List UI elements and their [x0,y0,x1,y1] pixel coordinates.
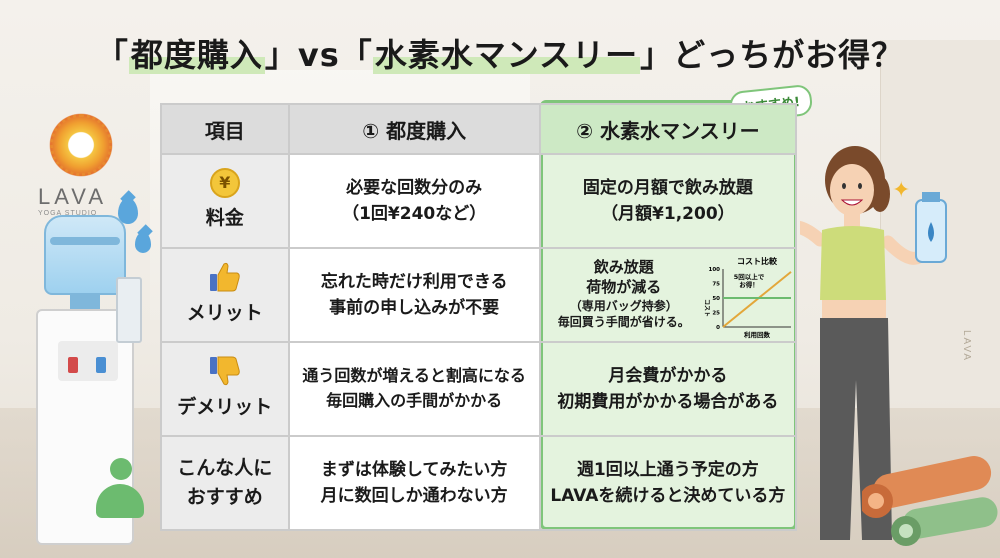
water-drop-icon [135,232,151,253]
table-row: ¥ 料金 必要な回数分のみ （1回¥240など） 固定の月額で飲み放題 （月額¥… [160,153,798,249]
mini-chart-tick-label: 75 [712,282,720,288]
header-per-purchase: ① 都度購入 [287,103,541,155]
sparkle-icon: ✦ [892,178,911,203]
table-row: メリット 忘れた時だけ利用できる 事前の申し込みが不要 飲み放題 荷物が減る （… [160,247,798,343]
logo-subtitle: YOGA STUDIO [38,210,98,217]
title-option-b: 水素水マンスリー [372,36,641,74]
cost-comparison-chart: コスト比較 0 25 50 75 100 5回以上で お得！ コスト 利用回数 [703,256,792,339]
logo-name: LAVA [38,184,107,209]
wall-panel-text: LAVA [961,330,972,363]
mini-chart-annotation-line2: お得！ [739,280,759,289]
mini-chart-annotation-line1: 5回以上で [733,272,764,281]
mini-chart-line-per-use [722,271,792,328]
comparison-grid: 項目 ① 都度購入 ② 水素水マンスリー ¥ 料金 必要な回数分のみ （1回¥2… [160,103,798,531]
title-bracket-open: 「 [95,36,129,74]
row-label-demerit: デメリット [160,341,290,437]
header-monthly: ② 水素水マンスリー [538,103,798,155]
lava-logo: LAVA YOGA STUDIO [38,110,128,217]
title-suffix: 」どっちがお得？ [640,36,905,74]
page-title: 「都度購入」vs「水素水マンスリー」どっちがお得？ [0,30,1000,76]
woman-illustration [800,146,947,540]
mini-chart-lines [722,271,792,328]
row-label-price: ¥ 料金 [160,153,290,249]
table-row: デメリット 通う回数が増えると割高になる 毎回購入の手間がかかる 月会費がかかる… [160,341,798,437]
mini-chart-tick-label: 25 [712,311,720,317]
yen-coin-icon: ¥ [209,168,240,199]
cold-tap-icon [96,357,106,373]
water-bottle-icon [44,215,126,295]
cell-demerit-per-purchase: 通う回数が増えると割高になる 毎回購入の手間がかかる [287,341,541,437]
cell-merit-monthly: 飲み放題 荷物が減る （専用バッグ持参） 毎回買う手間が省ける。 コスト比較 0… [538,247,798,343]
mini-chart-tick-label: 50 [712,296,720,302]
comparison-table: おすすめ! 項目 ① 都度購入 ② 水素水マンスリー ¥ 料金 必要な回数分のみ… [160,83,814,531]
cell-demerit-monthly: 月会費がかかる 初期費用がかかる場合がある [538,341,798,437]
cell-price-per-purchase: 必要な回数分のみ （1回¥240など） [287,153,541,249]
cell-recommended-per-purchase: まずは体験してみたい方 月に数回しか通わない方 [287,435,541,531]
water-drop-icon [118,198,138,224]
water-server-illustration [30,215,142,545]
row-label-merit: メリット [160,247,290,343]
mini-chart-title: コスト比較 [737,256,778,266]
user-icon [96,458,144,522]
table-row: こんな人に おすすめ まずは体験してみたい方 月に数回しか通わない方 週1回以上… [160,435,798,531]
title-vs: 」vs「 [264,36,373,74]
table-header-row: 項目 ① 都度購入 ② 水素水マンスリー [160,103,798,155]
mini-chart-xlabel: 利用回数 [744,330,771,339]
yoga-mats-illustration [862,456,998,546]
mini-chart-tick-label: 100 [708,267,720,273]
row-label-recommended-for: こんな人に おすすめ [160,435,290,531]
mini-chart-ylabel: コスト [703,299,710,317]
sun-logo-icon [46,110,116,180]
header-item: 項目 [160,103,290,155]
cell-merit-per-purchase: 忘れた時だけ利用できる 事前の申し込みが不要 [287,247,541,343]
cell-recommended-monthly: 週1回以上通う予定の方 LAVAを続けると決めている方 [538,435,798,531]
cup-holder-icon [116,277,142,343]
cell-price-monthly: 固定の月額で飲み放題 （月額¥1,200） [538,153,798,249]
mini-chart-ticks: 0 25 50 75 100 [708,267,720,331]
thumbs-up-icon [209,263,240,292]
hot-tap-icon [68,357,78,373]
thumbs-down-icon [209,356,240,386]
title-option-a: 都度購入 [128,36,265,74]
mini-chart-tick-label: 0 [716,325,720,331]
